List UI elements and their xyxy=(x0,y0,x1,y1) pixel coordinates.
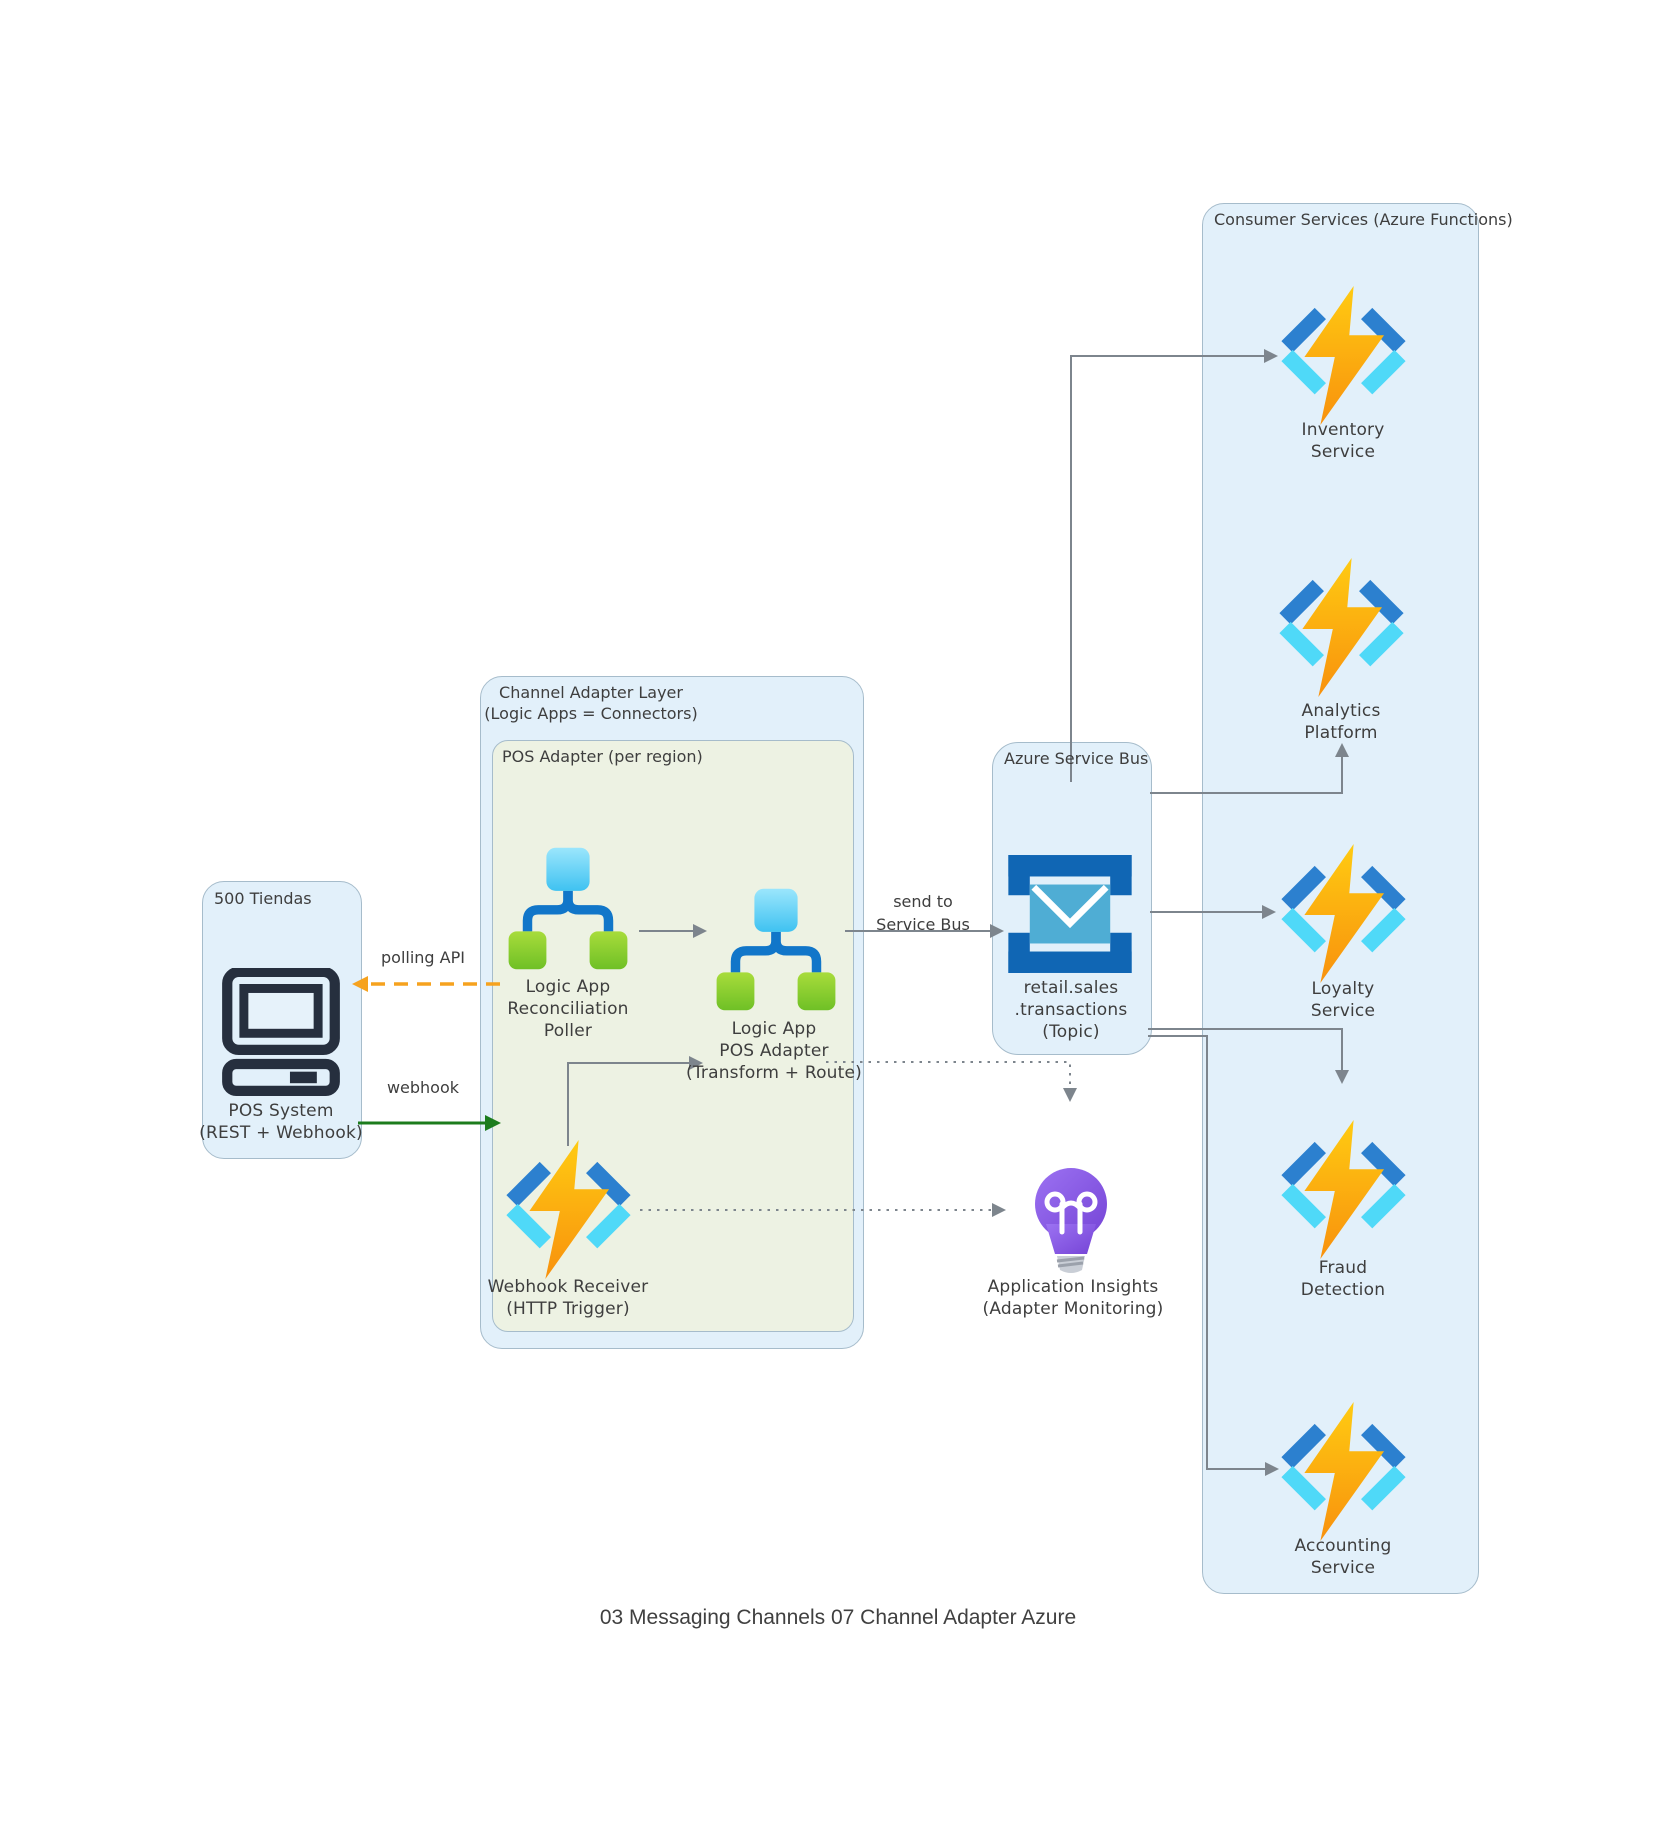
polling-arrowhead xyxy=(352,976,368,992)
label-pos-system: POS System (REST + Webhook) xyxy=(199,1101,363,1143)
label-accounting: Accounting Service xyxy=(1294,1536,1392,1578)
logic-app-icon-pos-adapter xyxy=(706,886,846,1021)
group-title-consumer-services: Consumer Services (Azure Functions) xyxy=(1214,210,1513,229)
webhook-arrowhead xyxy=(485,1115,501,1131)
label-analytics: Analytics Platform xyxy=(1301,701,1381,743)
service-bus-topic-icon xyxy=(1003,846,1137,982)
group-title-azure-service-bus: Azure Service Bus xyxy=(1004,749,1149,768)
edge-label-webhook: webhook xyxy=(386,1078,460,1097)
group-pos-adapter xyxy=(492,740,854,1332)
label-fraud: Fraud Detection xyxy=(1300,1258,1386,1300)
edge-topic-to-accounting xyxy=(1148,1035,1265,1470)
diagram-title: 03 Messaging Channels 07 Channel Adapter… xyxy=(599,1606,1077,1629)
gray-arrowheads xyxy=(689,349,1349,1476)
group-title-500-tiendas: 500 Tiendas xyxy=(214,889,312,908)
edge-topic-to-analytics xyxy=(1150,757,1343,794)
azure-function-icon-webhook-receiver xyxy=(496,1140,641,1279)
edge-topic-to-fraud xyxy=(1148,1028,1343,1070)
label-webhook-receiver: Webhook Receiver (HTTP Trigger) xyxy=(487,1277,649,1319)
lightbulb-icon xyxy=(1026,1166,1116,1280)
label-app-insights: Application Insights (Adapter Monitoring… xyxy=(982,1277,1164,1319)
edge-label-polling-api: polling API xyxy=(381,948,465,967)
logic-app-icon-reconciliation-poller xyxy=(498,845,638,980)
edge-webhook-to-adapter xyxy=(567,1062,689,1146)
label-logic-poller: Logic App Reconciliation Poller xyxy=(507,977,629,1041)
group-title-channel-adapter-layer: Channel Adapter Layer (Logic Apps = Conn… xyxy=(484,683,698,723)
group-title-pos-adapter: POS Adapter (per region) xyxy=(502,747,703,766)
edge-topic-to-inventory xyxy=(1070,355,1264,782)
label-inventory: Inventory Service xyxy=(1301,420,1385,462)
label-loyalty: Loyalty Service xyxy=(1310,979,1376,1021)
edge-label-send-to-service-bus: send to Service Bus xyxy=(876,892,970,934)
label-topic: retail.sales .transactions (Topic) xyxy=(1014,978,1128,1042)
azure-function-icon-fraud xyxy=(1271,1120,1416,1259)
pos-terminal-icon xyxy=(216,966,346,1096)
azure-function-icon-loyalty xyxy=(1271,844,1416,983)
azure-function-icon-accounting xyxy=(1271,1402,1416,1541)
label-logic-adapter: Logic App POS Adapter (Transform + Route… xyxy=(685,1019,863,1083)
azure-function-icon-inventory xyxy=(1271,286,1416,425)
azure-function-icon-analytics xyxy=(1269,558,1414,697)
